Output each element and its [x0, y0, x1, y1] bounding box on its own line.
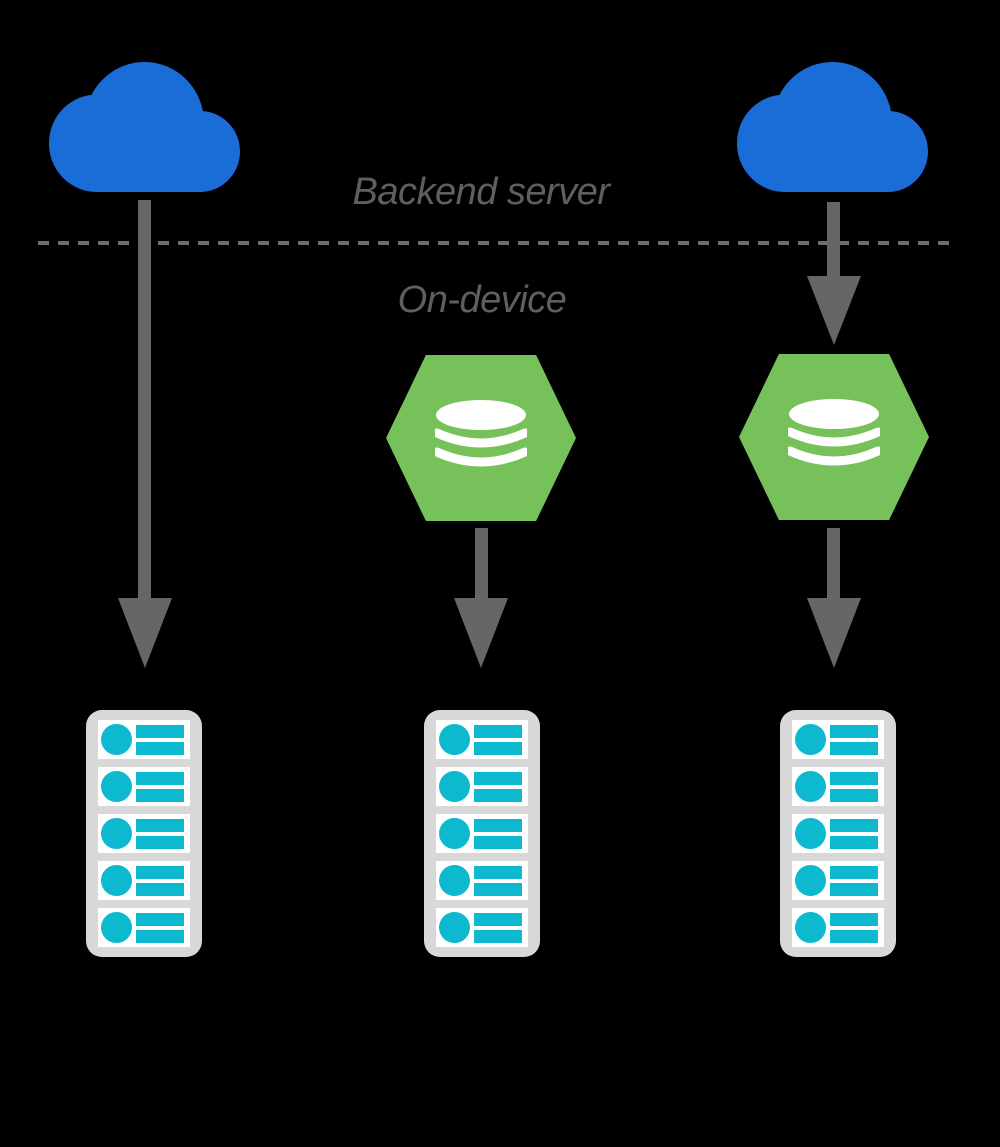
record-bar [136, 788, 184, 802]
list-row [98, 720, 190, 759]
database-icon [788, 399, 880, 469]
list-row [436, 767, 528, 806]
record-bars [136, 771, 184, 802]
list-row [792, 767, 884, 806]
record-bar [474, 724, 522, 738]
record-bar [830, 724, 878, 738]
backend-device-divider [38, 241, 955, 245]
record-dot [795, 724, 826, 755]
record-bar [136, 741, 184, 755]
device-list-icon [780, 710, 896, 957]
record-dot [439, 912, 470, 943]
record-dot [795, 771, 826, 802]
list-row [436, 814, 528, 853]
record-bars [474, 865, 522, 896]
record-bar [474, 882, 522, 896]
record-bars [474, 771, 522, 802]
list-row [792, 908, 884, 947]
database-hexagon-icon [739, 354, 929, 520]
record-dot [439, 724, 470, 755]
record-bars [830, 771, 878, 802]
list-row [436, 908, 528, 947]
record-bar [830, 788, 878, 802]
device-list-icon [424, 710, 540, 957]
record-dot [439, 865, 470, 896]
list-row [792, 861, 884, 900]
device-list-icon [86, 710, 202, 957]
record-bar [474, 788, 522, 802]
record-bar [474, 912, 522, 926]
record-dot [101, 865, 132, 896]
record-bar [830, 818, 878, 832]
record-dot [439, 818, 470, 849]
backend-server-label: Backend server [352, 171, 610, 213]
record-bar [830, 835, 878, 849]
list-row [98, 908, 190, 947]
list-row [98, 767, 190, 806]
record-bars [830, 818, 878, 849]
record-bar [136, 882, 184, 896]
list-row [436, 720, 528, 759]
record-bars [474, 724, 522, 755]
record-bars [830, 912, 878, 943]
record-bar [136, 835, 184, 849]
list-row [792, 814, 884, 853]
arrow-shaft [827, 202, 840, 276]
record-dot [101, 912, 132, 943]
record-bar [136, 724, 184, 738]
record-bars [136, 865, 184, 896]
record-bar [136, 818, 184, 832]
record-dot [101, 771, 132, 802]
record-bars [136, 912, 184, 943]
record-bar [474, 929, 522, 943]
record-dot [795, 865, 826, 896]
list-row [792, 720, 884, 759]
arrow-head [807, 598, 861, 668]
record-dot [101, 818, 132, 849]
record-bars [474, 818, 522, 849]
record-bars [830, 724, 878, 755]
record-bar [474, 865, 522, 879]
record-bar [830, 741, 878, 755]
arrow-head [118, 598, 172, 668]
record-dot [439, 771, 470, 802]
arrow-shaft [827, 528, 840, 598]
record-bar [474, 818, 522, 832]
record-bar [474, 741, 522, 755]
cloud-icon [49, 62, 240, 192]
database-icon [435, 400, 527, 470]
on-device-label: On-device [397, 279, 567, 321]
record-bar [830, 912, 878, 926]
record-bars [474, 912, 522, 943]
record-bars [136, 724, 184, 755]
record-bar [136, 865, 184, 879]
record-bar [830, 929, 878, 943]
arrow-shaft [138, 200, 151, 598]
record-bars [136, 818, 184, 849]
record-bar [830, 865, 878, 879]
record-bar [474, 835, 522, 849]
arrow-shaft [475, 528, 488, 598]
record-bar [136, 929, 184, 943]
arrow-head [807, 276, 861, 345]
record-bar [136, 771, 184, 785]
record-bar [830, 882, 878, 896]
list-row [98, 861, 190, 900]
arrow-head [454, 598, 508, 668]
database-hexagon-icon [386, 355, 576, 521]
record-bar [136, 912, 184, 926]
record-dot [795, 818, 826, 849]
record-bar [474, 771, 522, 785]
list-row [98, 814, 190, 853]
list-row [436, 861, 528, 900]
record-dot [101, 724, 132, 755]
record-bars [830, 865, 878, 896]
cloud-icon [737, 62, 928, 192]
record-dot [795, 912, 826, 943]
record-bar [830, 771, 878, 785]
